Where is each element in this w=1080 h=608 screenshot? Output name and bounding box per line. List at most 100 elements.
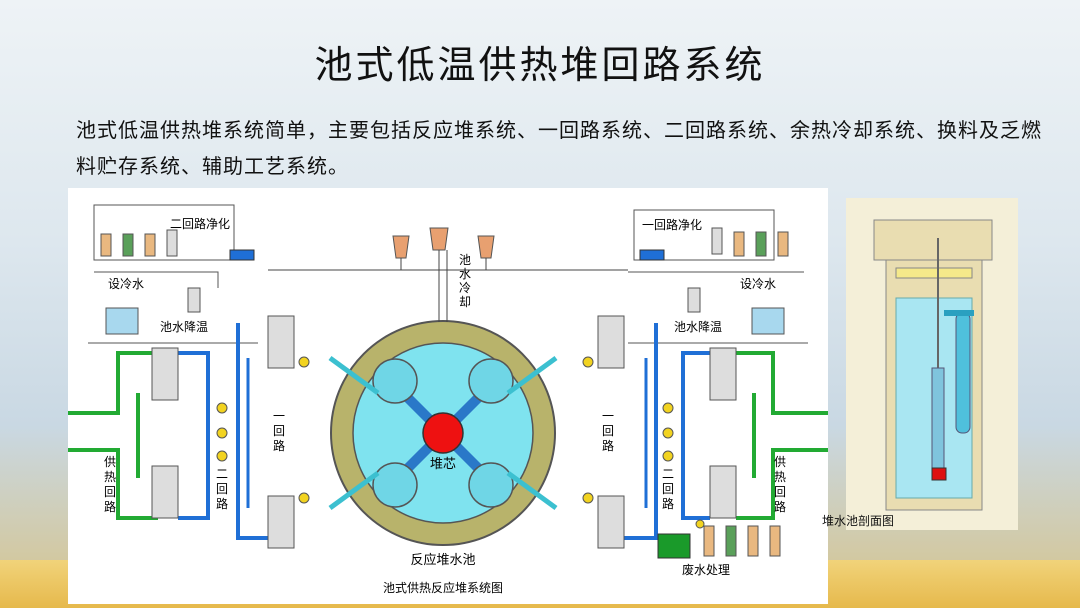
- system-diagram-panel: 堆芯 反应堆水池 池 水 冷 却 二回路净化 设冷水 池水降温 一回路净化 设冷…: [68, 188, 828, 604]
- pump: [216, 427, 228, 439]
- pool-cooldown-left-label: 池水降温: [160, 320, 208, 334]
- heat-exchanger-stack: [267, 315, 295, 369]
- aux-pipe: [94, 271, 219, 288]
- secondary-loop-right-label: 二 回 路: [662, 467, 678, 511]
- section-caption: 堆水池剖面图: [822, 514, 895, 528]
- core-label: 堆芯: [430, 457, 456, 472]
- pump: [298, 492, 310, 504]
- pump: [298, 356, 310, 368]
- heating-loop-left-label: 供 热 回 路: [104, 455, 120, 514]
- section-core-barrel: [931, 367, 945, 469]
- primary-loop-left-label: 一 回 路: [273, 409, 289, 453]
- section-pipe: [944, 310, 974, 316]
- secondary-loop-right-char: 二: [662, 467, 674, 481]
- cooling-tower: [429, 227, 449, 251]
- pool-cooling-char: 水: [459, 267, 471, 281]
- pool-heat-exchanger: [372, 358, 418, 404]
- pool-section-diagram: [846, 198, 1018, 530]
- filter-tank: [122, 233, 134, 257]
- system-diagram: 堆芯 反应堆水池 池 水 冷 却 二回路净化 设冷水 池水降温 一回路净化 设冷…: [68, 204, 828, 595]
- pipe-cyan: [328, 470, 380, 511]
- filter-tank: [144, 233, 156, 257]
- secondary-loop-right-char: 路: [662, 496, 674, 511]
- cooling-tower: [392, 235, 410, 259]
- pipe-cyan: [506, 355, 558, 396]
- cooldown-exchanger-left: [187, 287, 201, 313]
- waste-filter: [703, 525, 715, 557]
- waste-filter: [769, 525, 781, 557]
- secondary-loop-right-char: 回: [662, 482, 674, 496]
- waste-filter: [725, 525, 737, 557]
- surge-tank-left: [229, 249, 255, 261]
- pump: [216, 402, 228, 414]
- primary-loop-left-char: 路: [273, 438, 285, 453]
- heat-exchanger-stack: [709, 347, 737, 401]
- cooling-water-tank-left: [105, 307, 139, 335]
- pump: [662, 427, 674, 439]
- filter-tank: [733, 231, 745, 257]
- pump: [582, 492, 594, 504]
- pipe-cyan: [506, 470, 558, 511]
- heating-loop-left-pipe: [68, 351, 158, 415]
- primary-purify-label: 一回路净化: [642, 217, 702, 232]
- filter-tank: [777, 231, 789, 257]
- section-heat-exchanger: [955, 312, 971, 434]
- primary-loop-left-char: 回: [273, 424, 285, 438]
- intro-text: 池式低温供热堆系统简单，主要包括反应堆系统、一回路系统、二回路系统、余热冷却系统…: [76, 118, 1042, 178]
- heat-exchanger-stack: [151, 347, 179, 401]
- heating-loop-right-pipe: [736, 448, 828, 520]
- secondary-loop-left-label: 二 回 路: [216, 467, 232, 511]
- secondary-loop-left-pipe: [236, 323, 268, 540]
- primary-loop-right-label: 一 回 路: [602, 409, 618, 453]
- surge-tank-right: [639, 249, 665, 261]
- heat-exchanger-stack: [267, 495, 295, 549]
- pump: [216, 450, 228, 462]
- section-core: [931, 467, 947, 481]
- pool-section-panel: [846, 198, 1018, 530]
- heat-exchanger-stack: [151, 465, 179, 519]
- heating-loop-left-char: 热: [104, 470, 116, 484]
- secondary-loop-left-pipe: [178, 351, 210, 520]
- pool-heat-exchanger: [468, 462, 514, 508]
- primary-loop-right-char: 一: [602, 409, 614, 423]
- heating-loop-right-pipe: [736, 351, 828, 415]
- waste-water-label: 废水处理: [682, 562, 730, 577]
- pool-heat-exchanger: [468, 358, 514, 404]
- pipe-cyan: [328, 355, 380, 396]
- secondary-loop-left-char: 回: [216, 482, 228, 496]
- heating-loop-right-char: 热: [774, 470, 786, 484]
- filter-tank: [100, 233, 112, 257]
- cooling-water-right-label: 设冷水: [740, 277, 776, 291]
- heating-loop-left-char: 供: [104, 455, 116, 469]
- heating-loop-right-label: 供 热 回 路: [774, 455, 790, 514]
- secondary-loop-right-pipe: [624, 323, 658, 540]
- heating-loop-right-char: 回: [774, 485, 786, 499]
- waste-water-tank: [657, 533, 691, 559]
- pool-cooling-char: 冷: [459, 281, 471, 295]
- pump: [582, 356, 594, 368]
- heat-exchanger-stack: [597, 315, 625, 369]
- pump: [695, 519, 705, 529]
- cooling-tower: [477, 235, 495, 259]
- heating-loop-right-char: 供: [774, 455, 786, 469]
- pool-cooling-char: 池: [459, 253, 471, 267]
- secondary-loop-left-char: 二: [216, 467, 228, 481]
- pool-cooling-char: 却: [459, 295, 471, 309]
- section-building-top: [873, 219, 993, 261]
- heat-exchanger-stack: [597, 495, 625, 549]
- heat-exchanger-stack: [709, 465, 737, 519]
- purify-exchanger: [166, 229, 178, 257]
- reactor-core: [422, 412, 464, 454]
- purify-exchanger: [711, 227, 723, 255]
- cooldown-exchanger-right: [687, 287, 701, 313]
- primary-loop-left-char: 一: [273, 409, 285, 423]
- pump: [662, 450, 674, 462]
- cooling-water-left-label: 设冷水: [108, 277, 144, 291]
- secondary-purify-label: 二回路净化: [170, 216, 230, 231]
- filter-tank: [755, 231, 767, 257]
- heating-loop-right-char: 路: [774, 499, 786, 514]
- cooling-water-tank-right: [751, 307, 785, 335]
- waste-filter: [747, 525, 759, 557]
- pool-cooldown-right-label: 池水降温: [674, 320, 722, 334]
- pool-heat-exchanger: [372, 462, 418, 508]
